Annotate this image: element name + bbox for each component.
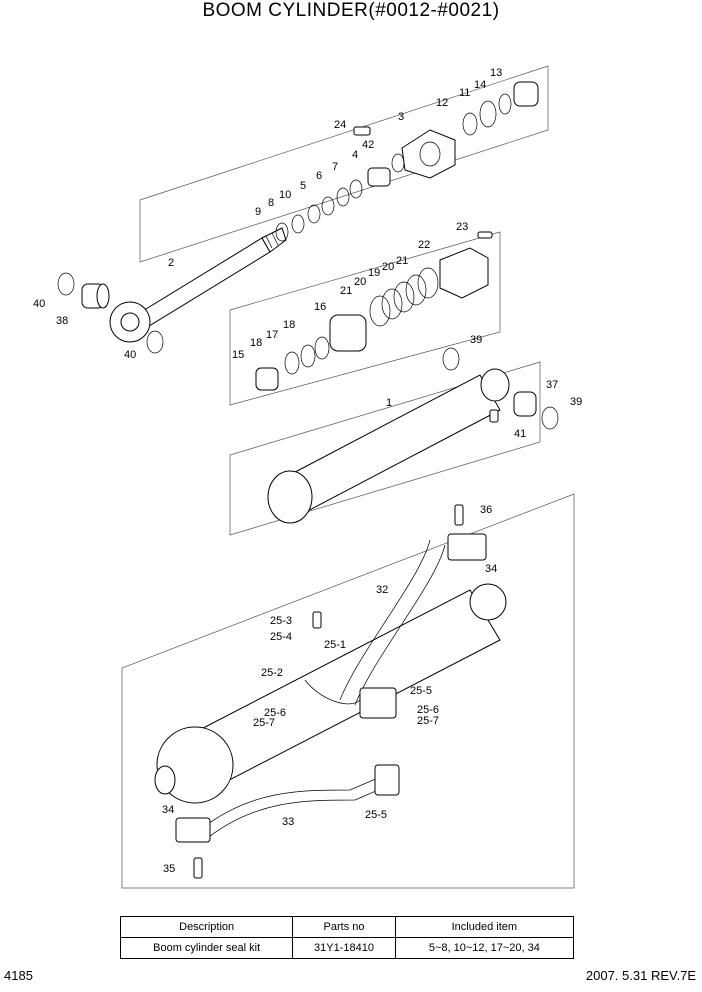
- callout-42: 42: [362, 139, 374, 151]
- column-header: Parts no: [292, 916, 396, 938]
- callout-25-1: 25-1: [324, 639, 346, 651]
- rod-eye-parts: [57, 272, 164, 354]
- assembled-cylinder: [154, 504, 507, 879]
- seal-kit-table: Description Parts no Included item Boom …: [119, 916, 575, 959]
- callout-18b: 18: [283, 319, 295, 331]
- callout-3: 3: [398, 111, 404, 123]
- callout-40b: 40: [124, 349, 136, 361]
- callout-41: 41: [514, 428, 526, 440]
- callout-25-6b: 25-6: [417, 704, 439, 716]
- callout-33: 33: [282, 816, 294, 828]
- cylinder-tube: [267, 347, 559, 524]
- date-revision: 2007. 5.31 REV.7E: [585, 968, 696, 983]
- callout-19: 19: [368, 267, 380, 279]
- callout-14: 14: [474, 79, 486, 91]
- callout-35: 35: [163, 863, 175, 875]
- callout-40a: 40: [33, 298, 45, 310]
- gland-seals: [275, 81, 539, 242]
- callout-12: 12: [436, 97, 448, 109]
- callout-25-2: 25-2: [261, 667, 283, 679]
- piston-seals: [255, 231, 493, 391]
- callout-25-5b: 25-5: [365, 809, 387, 821]
- callout-39b: 39: [570, 396, 582, 408]
- callout-36: 36: [480, 504, 492, 516]
- callout-37: 37: [546, 379, 558, 391]
- callout-11: 11: [459, 87, 470, 99]
- table-cell: 5~8, 10~12, 17~20, 34: [394, 937, 575, 959]
- callout-20b: 20: [382, 261, 394, 273]
- callout-38: 38: [56, 315, 68, 327]
- page-title: BOOM CYLINDER(#0012-#0021): [202, 0, 500, 21]
- column-header: Description: [119, 916, 294, 938]
- callout-25-6a: 25-6: [264, 707, 286, 719]
- assembly-frame: [121, 493, 575, 889]
- callout-34a: 34: [162, 804, 174, 816]
- callout-25-5a: 25-5: [410, 685, 432, 697]
- callout-6: 6: [316, 170, 322, 182]
- table-cell: Boom cylinder seal kit: [119, 937, 294, 959]
- callout-7: 7: [332, 161, 338, 173]
- callout-20a: 20: [354, 276, 366, 288]
- tube-group-frame: [229, 361, 541, 536]
- callout-16: 16: [314, 301, 326, 313]
- callout-13: 13: [490, 67, 502, 79]
- callout-17: 17: [266, 329, 278, 341]
- callout-4: 4: [352, 149, 358, 161]
- callout-22: 22: [418, 239, 430, 251]
- callout-9: 9: [255, 206, 261, 218]
- callout-21b: 21: [396, 255, 408, 267]
- callout-2: 2: [168, 257, 174, 269]
- piston-rod: [109, 227, 287, 343]
- callout-25-4: 25-4: [270, 631, 292, 643]
- callout-25-3: 25-3: [270, 615, 292, 627]
- callout-21a: 21: [340, 285, 352, 297]
- callout-10: 10: [279, 189, 291, 201]
- callout-25-7b: 25-7: [417, 715, 439, 727]
- rod-group-frame: [139, 65, 549, 263]
- column-header: Included item: [394, 916, 575, 938]
- callout-18a: 18: [250, 337, 262, 349]
- table-row: Boom cylinder seal kit 31Y1-18410 5~8, 1…: [119, 937, 575, 959]
- callout-25-7a: 25-7: [253, 717, 275, 729]
- callout-24: 24: [334, 119, 346, 131]
- callout-8: 8: [268, 197, 274, 209]
- callout-39a: 39: [470, 334, 482, 346]
- callout-32: 32: [376, 584, 388, 596]
- page-number: 4185: [4, 968, 33, 983]
- callout-15: 15: [232, 349, 244, 361]
- callout-5: 5: [300, 180, 306, 192]
- callout-1: 1: [386, 397, 392, 409]
- callout-34b: 34: [485, 563, 497, 575]
- table-header-row: Description Parts no Included item: [119, 916, 575, 938]
- piston-group-frame: [229, 231, 501, 406]
- table-cell: 31Y1-18410: [292, 937, 396, 959]
- callout-23: 23: [456, 221, 468, 233]
- exploded-parts-diagram: 1 2 3 4 5 6 7 8 9 10 11 12 13 14 15 16 1…: [33, 65, 582, 889]
